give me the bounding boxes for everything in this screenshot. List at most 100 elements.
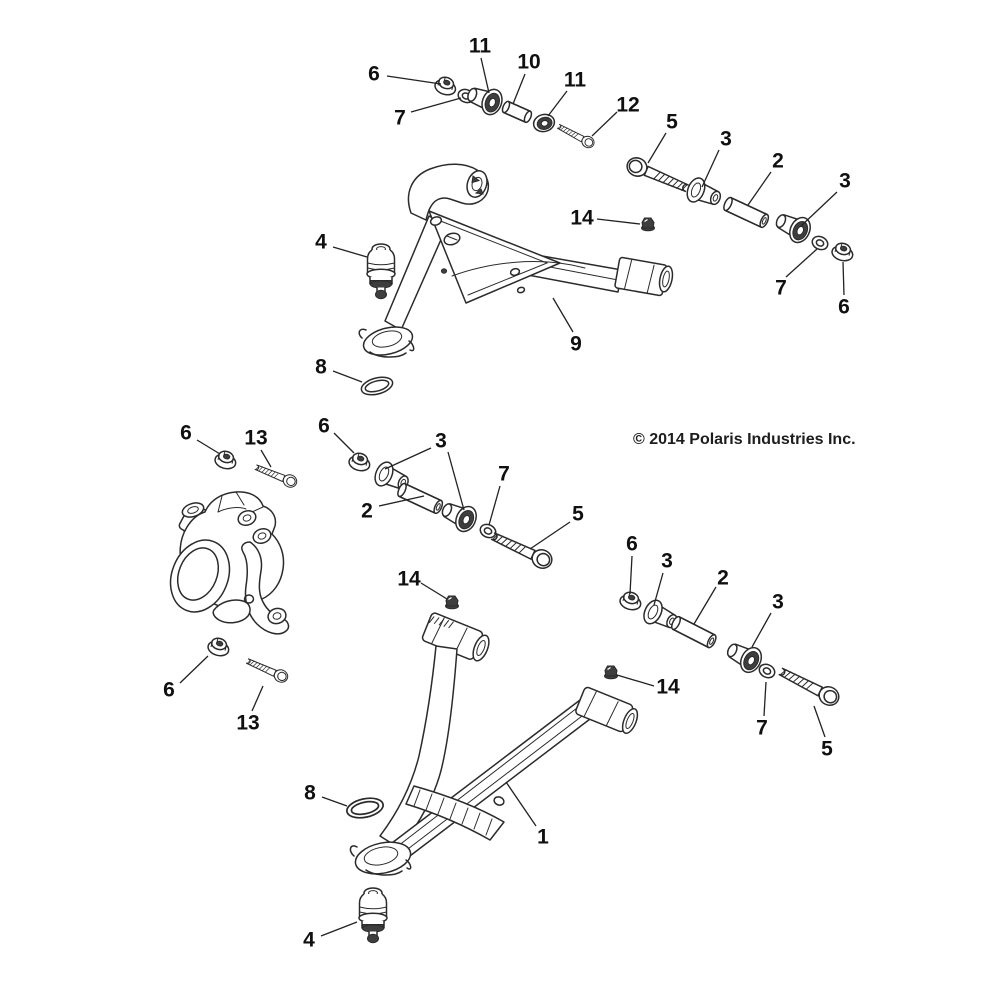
callout-label-8: 8 [315, 356, 327, 379]
callout-label-11: 11 [564, 69, 587, 92]
leader-line-8 [321, 796, 348, 807]
bushing [437, 495, 481, 536]
bolt [488, 527, 556, 573]
leader-line-14 [420, 582, 448, 600]
lock-nut [640, 217, 656, 232]
callout-label-14: 14 [397, 568, 421, 591]
spacer-tube [500, 99, 534, 125]
leader-line-3 [653, 572, 664, 606]
callout-label-2: 2 [772, 150, 784, 173]
callout-label-14: 14 [570, 207, 594, 230]
leader-line-4 [320, 921, 358, 937]
leader-line-12 [591, 111, 618, 137]
leader-line-3 [447, 451, 465, 511]
callout-label-3: 3 [839, 170, 851, 193]
leader-line-8 [332, 370, 363, 383]
leader-line-3 [751, 612, 772, 648]
bolt [244, 654, 291, 685]
flange-nut [432, 73, 460, 99]
callout-label-4: 4 [303, 929, 315, 952]
bolt [555, 120, 597, 151]
leader-line-6 [386, 75, 442, 85]
callout-label-8: 8 [304, 782, 316, 805]
callout-label-5: 5 [572, 503, 584, 526]
bolt [253, 461, 300, 490]
leader-line-3 [384, 447, 432, 470]
bushing [463, 80, 507, 119]
callout-label-6: 6 [318, 415, 330, 438]
upper-control-arm-drawing [358, 163, 674, 358]
leader-line-9 [552, 297, 574, 333]
callout-label-7: 7 [498, 463, 510, 486]
ball-joint [366, 243, 396, 300]
steering-knuckle-drawing [169, 491, 290, 635]
leader-line-5 [813, 705, 826, 738]
leader-line-6 [629, 555, 633, 595]
leader-line-13 [260, 449, 272, 468]
callout-label-5: 5 [821, 738, 833, 761]
leader-line-2 [747, 171, 772, 206]
leader-line-7 [488, 485, 501, 526]
callout-label-3: 3 [661, 550, 673, 573]
callout-label-12: 12 [616, 94, 639, 117]
flange-nut [829, 240, 856, 264]
leader-line-6 [333, 432, 355, 454]
callout-label-7: 7 [775, 277, 787, 300]
o-ring [344, 794, 386, 822]
leader-line-11 [547, 90, 568, 117]
leader-line-14 [616, 674, 655, 687]
pivot-tube [669, 614, 719, 650]
callout-label-13: 13 [236, 712, 259, 735]
callout-label-14: 14 [656, 676, 680, 699]
leader-line-7 [785, 248, 818, 278]
leader-line-1 [505, 781, 537, 827]
leader-line-4 [332, 246, 368, 258]
leader-line-11 [480, 57, 490, 94]
leader-line-6 [179, 655, 209, 684]
lock-nut [444, 595, 460, 610]
callout-label-1: 1 [537, 826, 549, 849]
callout-label-13: 13 [244, 427, 267, 450]
lock-nut [603, 665, 619, 680]
callout-label-3: 3 [720, 128, 732, 151]
callout-label-9: 9 [570, 333, 582, 356]
flange-nut [617, 589, 644, 613]
leader-line-3 [800, 191, 838, 227]
callout-label-7: 7 [756, 717, 768, 740]
leader-line-2 [693, 586, 717, 625]
bushing [683, 174, 726, 212]
callout-label-11: 11 [469, 35, 492, 58]
callout-label-3: 3 [772, 591, 784, 614]
bolt [776, 662, 843, 710]
leader-line-10 [512, 73, 526, 105]
lower-control-arm-drawing [349, 612, 639, 876]
callout-label-6: 6 [626, 533, 638, 556]
ball-joint [358, 887, 388, 944]
leader-line-5 [647, 132, 667, 164]
callout-label-6: 6 [163, 679, 175, 702]
callout-label-2: 2 [717, 567, 729, 590]
copyright-text: © 2014 Polaris Industries Inc. [633, 431, 856, 448]
leader-line-5 [529, 521, 571, 550]
pivot-tube [395, 481, 445, 516]
flange-nut [205, 635, 232, 659]
callout-label-7: 7 [394, 107, 406, 130]
leader-line-13 [251, 685, 264, 712]
callout-label-6: 6 [838, 296, 850, 319]
washer [809, 233, 831, 253]
leader-line-7 [763, 681, 767, 717]
o-ring [358, 373, 396, 399]
right-hardware [603, 589, 843, 710]
bolt [623, 154, 691, 198]
callout-label-2: 2 [361, 500, 373, 523]
leader-line-7 [410, 97, 462, 113]
callout-label-5: 5 [666, 111, 678, 134]
leader-line-14 [596, 218, 641, 225]
flange-nut [346, 450, 373, 474]
callout-label-6: 6 [368, 63, 380, 86]
leader-line-3 [701, 149, 720, 188]
bushing [530, 111, 558, 135]
